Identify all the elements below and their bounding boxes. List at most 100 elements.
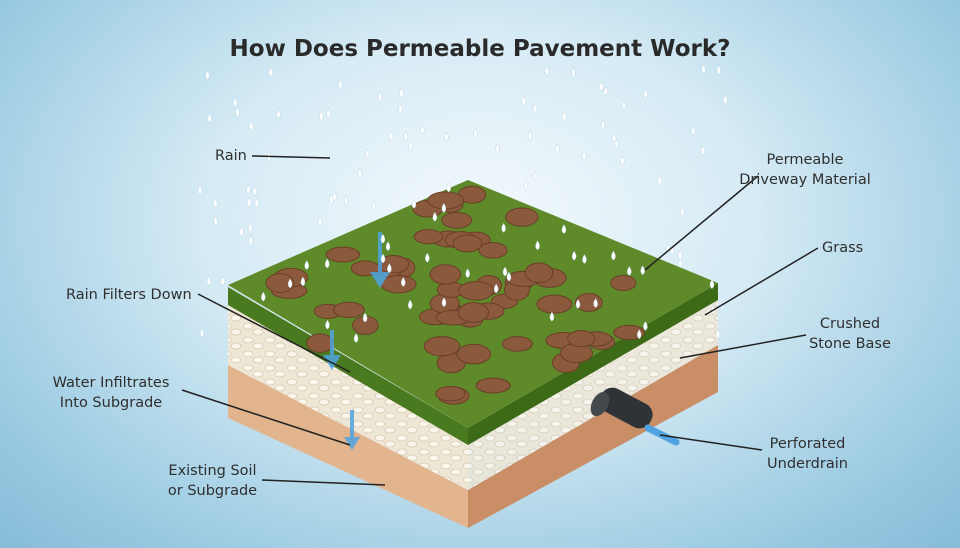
raindrop-icon [408, 140, 413, 150]
raindrop-icon [678, 258, 683, 268]
paver-stone [380, 274, 417, 294]
raindrop-icon [549, 311, 555, 322]
raindrop-icon [575, 299, 581, 309]
raindrop-icon [523, 180, 529, 190]
raindrop-icon [533, 170, 539, 181]
raindrop-icon [246, 197, 252, 207]
raindrop-icon [317, 216, 323, 227]
raindrop-icon [207, 112, 212, 123]
raindrop-icon [324, 258, 330, 269]
raindrop-icon [248, 235, 254, 246]
raindrop-icon [403, 130, 408, 141]
raindrop-icon [329, 193, 334, 204]
raindrop-icon [343, 195, 349, 206]
paver-stone [524, 262, 554, 284]
label-line: Perforated [769, 436, 846, 452]
raindrop-icon [554, 143, 560, 154]
label-line: Underdrain [767, 456, 848, 472]
raindrop-icon [593, 298, 598, 308]
raindrop-icon [561, 111, 567, 122]
raindrop-icon [197, 185, 203, 195]
raindrop-icon [640, 265, 645, 276]
raindrop-icon [493, 283, 499, 294]
soil-layer-left [228, 365, 468, 528]
raindrop-icon [614, 138, 619, 149]
paver-stone [427, 191, 465, 210]
raindrop-icon [621, 99, 627, 110]
raindrop-icon [261, 291, 266, 302]
paver-stone [429, 264, 462, 285]
raindrop-icon [701, 64, 706, 74]
paver-stone [610, 274, 637, 292]
raindrop-icon [544, 65, 550, 76]
label-existing-soil: Existing Soil or Subgrade [160, 461, 265, 501]
raindrop-icon [677, 250, 683, 260]
paver-stone [423, 336, 461, 357]
raindrop-icon [326, 108, 331, 119]
grass-layer-left [228, 287, 468, 445]
raindrop-icon [521, 95, 527, 106]
label-line: Permeable [766, 152, 844, 168]
raindrop-icon [657, 175, 662, 186]
raindrop-icon [206, 275, 212, 286]
raindrop-icon [380, 253, 386, 264]
label-line: Into Subgrade [59, 395, 163, 411]
paver-stone [458, 281, 494, 301]
raindrop-icon [220, 276, 226, 286]
label-rain: Rain [215, 148, 247, 164]
raindrop-icon [441, 297, 447, 308]
label-rain-filters-down: Rain Filters Down [66, 287, 192, 303]
paver-stone [478, 242, 508, 259]
paver-stone [325, 246, 361, 263]
raindrop-icon [213, 197, 218, 208]
raindrop-icon [425, 252, 430, 263]
raindrop-icon [502, 266, 508, 277]
paver-stone [435, 385, 466, 402]
raindrop-icon [636, 329, 642, 340]
diagram-title: How Does Permeable Pavement Work? [229, 36, 731, 62]
raindrop-icon [387, 263, 392, 274]
raindrop-icon [232, 97, 238, 108]
raindrop-icon [611, 132, 617, 143]
raindrop-icon [338, 79, 343, 89]
label-line: Existing Soil [168, 463, 257, 479]
label-grass: Grass [822, 240, 864, 256]
label-line: Water Infiltrates [52, 375, 170, 391]
raindrop-icon [400, 277, 406, 287]
label-line: Driveway Material [739, 172, 871, 188]
label-line: or Subgrade [167, 483, 258, 499]
grass-layer-right [468, 283, 718, 445]
raindrop-icon [239, 226, 244, 237]
label-permeable-driveway: Permeable Driveway Material [735, 150, 875, 190]
raindrop-icon [377, 91, 383, 102]
paver-stone [501, 336, 533, 352]
raindrop-icon [716, 64, 722, 75]
paver-stone [475, 377, 511, 394]
crushed-stone-left [228, 305, 468, 490]
paver-stone [613, 324, 645, 341]
raindrop-icon [357, 167, 363, 178]
raindrop-icon [441, 203, 447, 213]
raindrop-icon [506, 271, 512, 282]
label-crushed-stone: Crushed Stone Base [800, 314, 900, 354]
raindrop-icon [319, 110, 324, 121]
soil-layer-right [468, 345, 718, 528]
paver-stone [306, 333, 335, 353]
raindrop-icon [535, 240, 540, 251]
raindrop-icon [268, 66, 274, 77]
paver-stone [457, 302, 490, 323]
raindrop-icon [246, 184, 251, 195]
raindrop-icon [627, 266, 632, 276]
raindrops [197, 64, 728, 343]
paver-stone [567, 330, 596, 348]
raindrop-icon [444, 131, 449, 142]
raindrop-icon [446, 182, 451, 193]
raindrop-icon [723, 94, 728, 105]
crushed-stone-right [468, 300, 718, 490]
raindrop-icon [411, 198, 417, 209]
raindrop-icon [388, 131, 394, 141]
raindrop-icon [407, 299, 413, 310]
raindrop-icon [495, 143, 500, 154]
raindrop-icon [620, 155, 625, 166]
